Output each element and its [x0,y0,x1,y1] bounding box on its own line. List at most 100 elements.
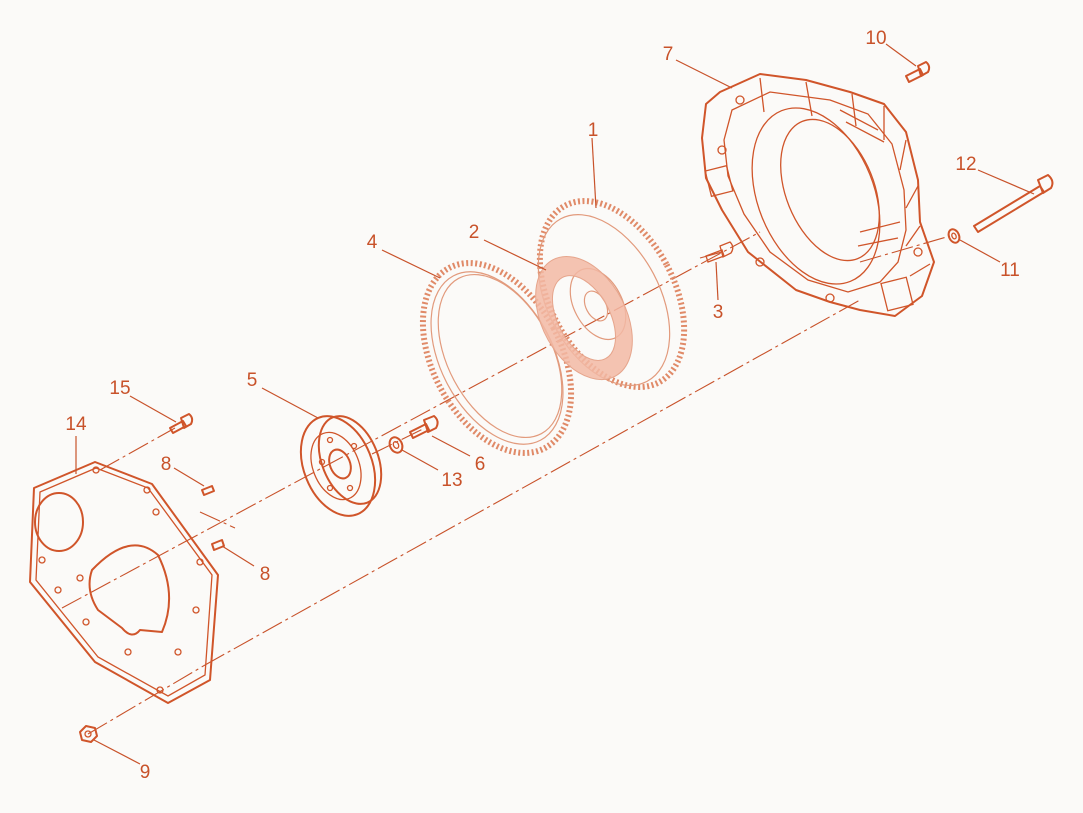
plate-hole [174,648,182,656]
hub-bolt-axis-line [371,427,426,455]
washer-13-inner [392,441,400,449]
leader-6 [431,435,471,457]
bolt-6-head [423,415,439,433]
plate-hole [196,558,204,566]
callout-6: 6 [475,454,486,475]
leader-12 [977,169,1035,195]
leader-lines [75,43,1035,765]
callout-8-lower: 8 [260,564,271,585]
leader-3 [715,261,719,301]
bolt-12-head [1037,174,1054,194]
leader-13 [401,449,439,471]
hub-center-bore [328,448,352,480]
dowel-8-lower [211,539,225,551]
housing-hole [735,95,745,105]
housing-inner-rim [723,91,907,293]
bolt-6 [409,415,439,439]
housing-side-pad [704,164,734,198]
friction-ring-shape [535,255,633,381]
callout-4: 4 [367,232,378,253]
callout-12: 12 [955,154,976,175]
plate-hole [143,486,151,494]
callout-10: 10 [865,28,886,49]
washer-11 [947,228,961,244]
bolt-3-head [719,241,734,258]
washer-13 [388,436,404,454]
callout-15: 15 [109,378,130,399]
plate-hole [92,466,100,474]
leader-7 [675,59,733,89]
dowel-axis-line [199,511,236,529]
callout-2: 2 [469,222,480,243]
plate-hole [156,686,164,694]
flywheel-housing-7 [701,73,935,317]
hub-hole [326,484,334,492]
hub-flange-5 [299,415,383,517]
leader-8-upper [173,467,205,487]
hub-hole [318,458,326,466]
callout-labels: 1 2 3 4 5 6 7 8 8 9 10 11 12 13 14 15 [65,28,1019,783]
washer-11-outer [947,228,961,244]
bolt-12-shank [973,185,1045,233]
plate-hole [152,508,160,516]
hub-back-rim [317,415,383,505]
center-lines [61,231,951,735]
housing-ribs [759,77,931,277]
callout-3: 3 [713,302,724,323]
callout-14: 14 [65,414,87,435]
leader-8-lower [221,545,255,567]
nut-9-shape [79,725,98,743]
hub-hole [326,436,334,444]
callout-1: 1 [588,120,599,141]
callout-13: 13 [441,470,462,491]
hub-hole [350,442,358,450]
hub-bolt-circle [310,431,362,501]
lower-bolt-axis-line [204,299,861,666]
friction-ring-2 [535,255,633,381]
hub-hole [346,484,354,492]
bolt-6-shank [409,423,430,439]
plate-hole [192,606,200,614]
housing-hole [825,293,835,303]
plate-hole [38,556,46,564]
callout-5: 5 [247,370,258,391]
plate-hole [82,618,90,626]
bolt-3 [705,241,734,263]
adapter-plate-outline [29,461,219,704]
adapter-plate-center-opening [88,544,171,636]
bolt-12-axis-line [859,235,951,263]
bolt-12 [973,174,1054,233]
housing-bore [751,107,881,285]
washer-13-outer [388,436,404,454]
nut-9-bore [84,730,92,738]
nut-9-axis-line [87,664,206,735]
plate-hole [76,574,84,582]
plate-hole [124,648,132,656]
main-axis-line [61,231,761,609]
leader-10 [885,43,917,67]
bolt-10-head [917,61,931,77]
leader-9 [93,739,141,765]
bolt-15 [169,413,194,434]
bolt-3-axis-line [699,251,723,259]
callout-8-upper: 8 [161,454,172,475]
leader-11 [959,239,1001,263]
leader-4 [381,249,441,279]
housing-inner-bore [780,118,880,262]
housing-fins [839,109,901,247]
bolt-15-axis-line [99,427,176,471]
dowel-8-upper [201,485,215,496]
callout-11: 11 [1000,260,1020,281]
housing-mount-pad [880,276,914,312]
dowel-8-lower-shape [211,539,225,551]
leader-5 [261,387,319,419]
leader-2 [483,239,547,271]
housing-hole [717,145,727,155]
callout-7: 7 [663,44,674,65]
adapter-plate-14 [29,461,219,704]
housing-hole [755,257,765,267]
adapter-plate-top-bore [34,492,84,552]
bolt-10 [905,61,931,83]
callout-9: 9 [140,762,151,783]
